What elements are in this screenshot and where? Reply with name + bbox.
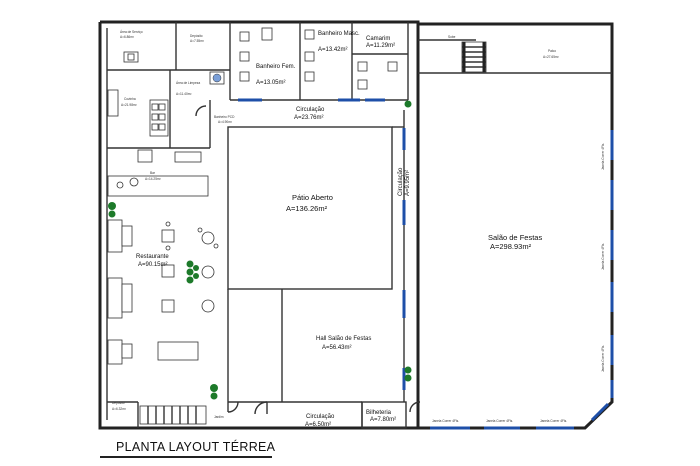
label-restaurante-area: A=90.15m²	[138, 262, 168, 268]
label-banheiro-masc-area: A=13.42m²	[318, 47, 348, 53]
label-area-limpeza-area: A=11.40m²	[176, 92, 191, 96]
label-deposito-bottom-area: A=6.32m²	[112, 407, 126, 411]
plan-notes: Sobe Jardim Janela Correr 4Fls. Janela C…	[214, 35, 605, 423]
label-circulacao-bottom: Circulação	[306, 414, 335, 420]
label-salao-area: A=298.93m²	[490, 242, 532, 251]
label-circulacao-top-area: A=23.76m²	[294, 115, 324, 121]
bilheteria-box	[361, 401, 407, 429]
label-hall-area: A=56.43m²	[322, 345, 352, 351]
note-janela-2: Janela Correr 4Fls.	[601, 243, 605, 270]
label-banheiro-fem-area: A=13.05m²	[256, 80, 286, 86]
note-escada: Sobe	[448, 35, 456, 39]
label-circulacao-side-area: A=9.95m²	[405, 170, 411, 196]
patio-walls	[107, 110, 407, 429]
plants	[108, 100, 412, 400]
windows	[238, 98, 614, 430]
label-deposito-top-area: A=7.55m²	[190, 39, 204, 43]
room-labels: Área de Serviço A=6.86m² Depósito A=7.55…	[112, 30, 559, 428]
label-banheiro-pcd-area: A=4.90m²	[218, 120, 232, 124]
label-bar-area: A=14.25m²	[145, 177, 161, 181]
label-palco-area: A=27.65m²	[543, 55, 559, 59]
label-servico: Área de Serviço	[120, 30, 143, 34]
plan-title: PLANTA LAYOUT TÉRREA	[116, 440, 276, 454]
label-deposito-top: Depósito	[190, 34, 203, 38]
label-camarim-area: A=11.29m²	[366, 43, 395, 49]
label-circulacao-bottom-area: A=6.50m²	[305, 422, 331, 428]
label-bilheteria: Bilheteria	[366, 410, 392, 416]
note-janela-4: Janela Correr 4Fls.	[432, 419, 459, 423]
note-janela-1: Janela Correr 4Fls.	[601, 143, 605, 170]
title-underline	[100, 456, 272, 458]
label-patio-area: A=136.26m²	[286, 204, 328, 213]
label-palco: Palco	[548, 49, 556, 53]
patio-outline	[227, 126, 393, 290]
label-cozinha-area: A=21.98m²	[121, 103, 137, 107]
stage-stairs	[461, 41, 487, 73]
label-cozinha: Cozinha	[124, 97, 136, 101]
label-camarim: Camarim	[366, 36, 390, 42]
label-patio: Pátio Aberto	[292, 193, 333, 202]
label-banheiro-pcd: Banheiro PCD	[214, 115, 235, 119]
label-area-limpeza: Área de Limpeza	[176, 81, 200, 85]
outer-walls	[98, 20, 614, 430]
note-jardim: Jardim	[214, 415, 224, 419]
note-janela-6: Janela Correr 4Fls.	[540, 419, 567, 423]
label-banheiro-masc: Banheiro Masc.	[318, 31, 360, 37]
label-circulacao-top: Circulação	[296, 107, 325, 113]
label-restaurante: Restaurante	[136, 254, 169, 260]
label-bilheteria-area: A=7.80m²	[370, 417, 396, 423]
label-banheiro-fem: Banheiro Fem.	[256, 64, 296, 70]
label-circulacao-side: Circulação	[398, 167, 404, 196]
entrance-stairs	[139, 405, 207, 425]
label-bar: Bar	[150, 171, 156, 175]
kitchen-bar	[107, 89, 209, 197]
note-janela-3: Janela Correr 4Fls.	[601, 345, 605, 372]
label-deposito-bottom: Depósito	[112, 401, 125, 405]
label-salao: Salão de Festas	[488, 233, 542, 242]
restroom-fixtures	[123, 27, 398, 90]
doors	[195, 105, 421, 415]
note-janela-5: Janela Correr 4Fls.	[486, 419, 513, 423]
label-hall: Hall Salão de Festas	[316, 336, 371, 342]
label-servico-area: A=6.86m²	[120, 35, 134, 39]
restaurant-furniture	[107, 219, 219, 365]
